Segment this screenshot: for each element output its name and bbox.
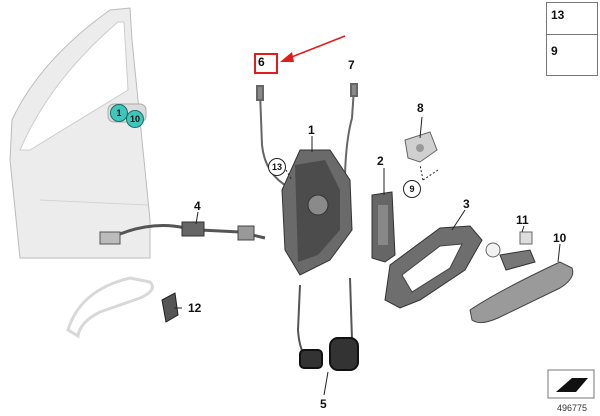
highlight-arrow <box>280 35 346 62</box>
bowden-cable-7 <box>344 83 358 176</box>
callout-12[interactable]: 12 <box>188 301 202 315</box>
highlight-box <box>254 53 278 74</box>
legend-label-9: 9 <box>551 44 558 58</box>
legend-label-13: 13 <box>551 8 565 22</box>
small-parts-11 <box>485 231 536 271</box>
bracket-8 <box>404 131 438 163</box>
leader-lines <box>174 116 561 396</box>
callout-11[interactable]: 11 <box>516 213 529 227</box>
view-direction-icon <box>547 369 595 399</box>
door-marker-10[interactable]: 10 <box>126 110 144 128</box>
callout-8[interactable]: 8 <box>417 101 424 115</box>
callout-9-circled[interactable]: 9 <box>403 180 421 198</box>
outer-handle-10 <box>469 261 574 324</box>
ghost-handle <box>66 276 154 339</box>
callout-6[interactable]: 6 <box>258 55 265 69</box>
callout-2[interactable]: 2 <box>377 154 384 168</box>
bowden-cable-5 <box>296 277 359 371</box>
callout-3[interactable]: 3 <box>463 197 470 211</box>
door-lock-1 <box>281 149 353 276</box>
bracket-2 <box>371 191 396 263</box>
callout-10[interactable]: 10 <box>553 231 567 245</box>
callout-13-circled[interactable]: 13 <box>268 158 286 176</box>
part-12 <box>161 292 179 323</box>
image-number: 496775 <box>557 403 588 413</box>
handle-carrier-3 <box>384 225 483 309</box>
callout-7[interactable]: 7 <box>348 58 355 72</box>
legend-box-9 <box>546 34 598 76</box>
callout-5[interactable]: 5 <box>320 397 327 411</box>
wiring-4 <box>99 221 266 245</box>
callout-1[interactable]: 1 <box>308 123 315 137</box>
door-panel <box>9 7 151 259</box>
callout-4[interactable]: 4 <box>194 199 201 213</box>
